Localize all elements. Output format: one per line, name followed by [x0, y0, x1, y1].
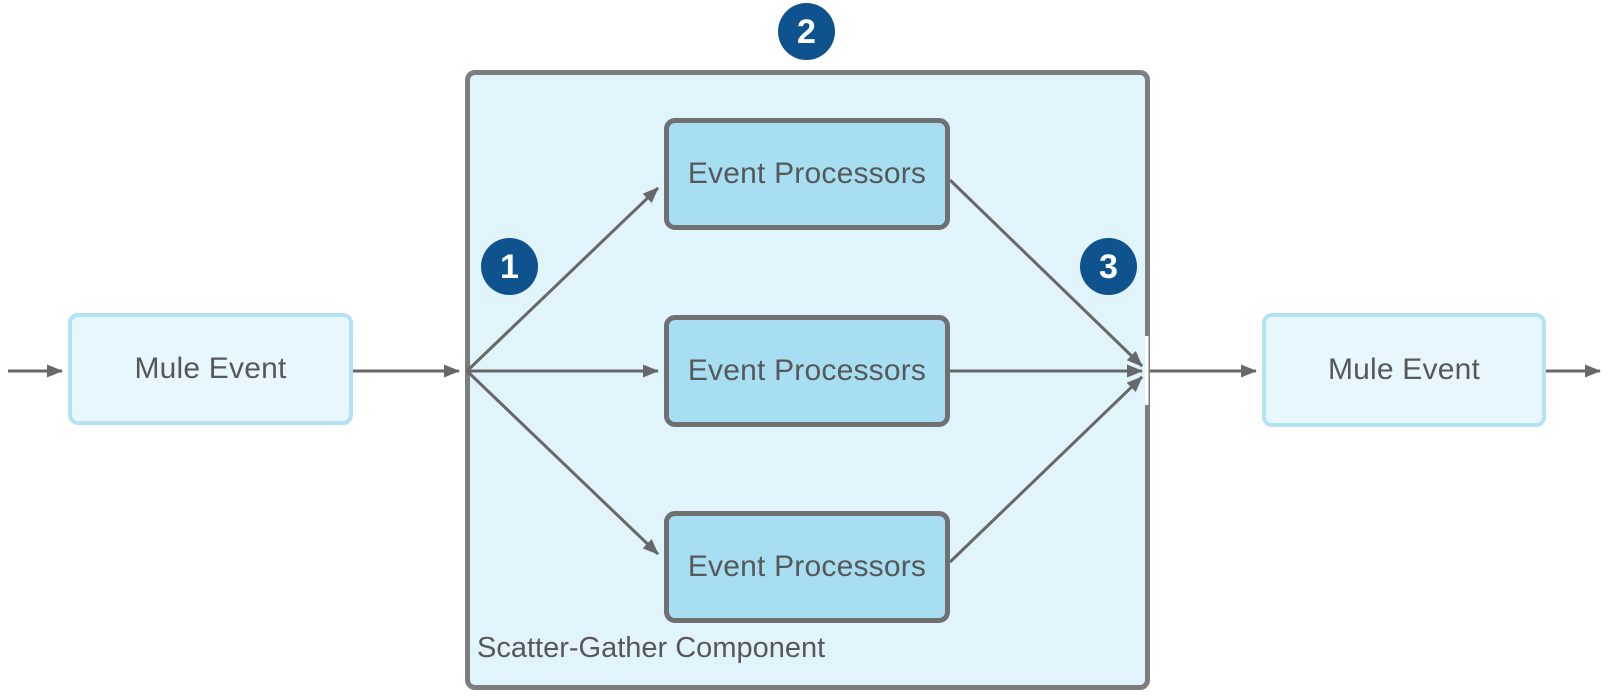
step-badge-label: 3 [1099, 247, 1118, 286]
node-label: Event Processors [687, 354, 927, 387]
node-mule-event-left: Mule Event [68, 313, 353, 425]
node-label: Event Processors [687, 550, 927, 583]
step-badge-label: 2 [797, 12, 816, 51]
node-event-processors-bottom: Event Processors [664, 511, 950, 623]
node-label: Mule Event [134, 352, 287, 385]
step-badge-3: 3 [1080, 238, 1137, 295]
node-label: Mule Event [1327, 353, 1481, 386]
step-badge-2: 2 [778, 3, 835, 60]
step-badge-1: 1 [481, 238, 538, 295]
node-label: Event Processors [687, 157, 927, 190]
node-mule-event-right: Mule Event [1262, 313, 1546, 427]
step-badge-label: 1 [500, 247, 519, 286]
node-event-processors-middle: Event Processors [664, 315, 950, 427]
container-title: Scatter-Gather Component [477, 632, 826, 664]
node-event-processors-top: Event Processors [664, 118, 950, 230]
